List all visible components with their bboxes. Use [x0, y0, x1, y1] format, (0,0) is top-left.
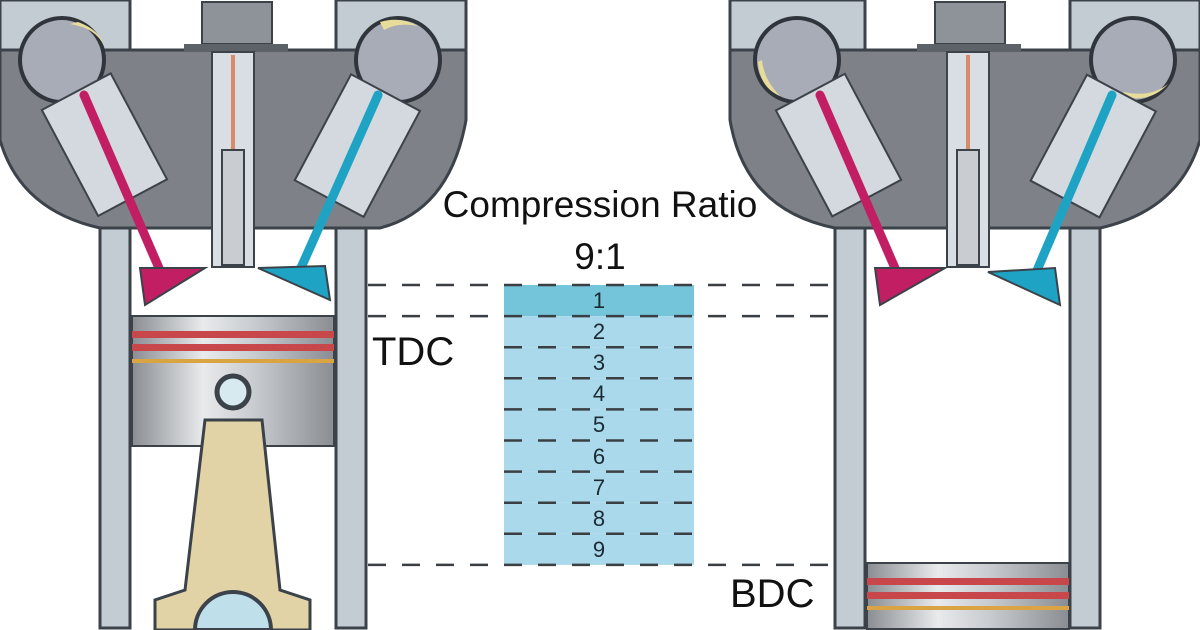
left-exhaust-cam-lobe — [380, 19, 418, 30]
left-piston-ring-2 — [132, 344, 334, 351]
volume-unit-cell — [504, 409, 694, 441]
right-intake-valve-head — [873, 267, 949, 307]
left-piston-ring-oil — [132, 359, 334, 363]
volume-unit-cell — [504, 471, 694, 503]
volume-unit-cell — [504, 502, 694, 534]
left-engine-tdc — [0, 0, 468, 630]
volume-unit-cell — [504, 285, 694, 317]
left-connecting-rod — [153, 418, 312, 630]
volume-unit-cell — [504, 347, 694, 379]
right-spark-plug — [956, 149, 980, 266]
right-intake-cam-lobe — [758, 60, 780, 96]
left-exhaust-valve-stem — [295, 90, 383, 275]
left-intake-cam-lobe — [70, 22, 104, 46]
left-crank-bearing — [192, 590, 274, 630]
left-wrist-pin — [214, 373, 252, 411]
right-exhaust-valve-head — [987, 266, 1062, 307]
left-intake-valve-head — [138, 267, 209, 307]
right-engine-bdc — [728, 0, 1200, 630]
right-intake-valve-stem — [815, 90, 903, 280]
left-piston-ring-1 — [132, 331, 334, 338]
left-cylinder-wall-left — [98, 226, 132, 630]
right-piston-ring-2 — [867, 592, 1069, 599]
right-cylinder-wall-left — [833, 226, 867, 630]
left-cylinder-wall-right — [334, 226, 368, 630]
compression-ratio-value: 9:1 — [574, 236, 626, 277]
left-ignition-coil — [201, 1, 273, 45]
diagram-title: Compression Ratio — [442, 184, 758, 225]
right-coil-base — [917, 44, 1021, 52]
left-spark-plug — [221, 149, 245, 266]
right-exhaust-valve-stem — [1030, 90, 1117, 280]
left-exhaust-valve-head — [257, 264, 332, 302]
volume-unit-cell — [504, 533, 694, 565]
right-exhaust-cam-lobe — [1120, 84, 1168, 99]
volume-unit-cell — [504, 316, 694, 348]
bdc-label: BDC — [730, 572, 815, 616]
left-coil-base — [184, 44, 288, 52]
right-piston-ring-1 — [867, 578, 1069, 585]
tdc-label: TDC — [372, 330, 455, 374]
left-intake-valve-stem — [79, 90, 167, 280]
volume-unit-cell — [504, 378, 694, 410]
right-piston-ring-oil — [867, 606, 1069, 610]
volume-scale — [368, 283, 835, 567]
right-cylinder-wall-right — [1068, 226, 1102, 630]
right-ignition-coil — [934, 1, 1006, 45]
volume-unit-cell — [504, 440, 694, 472]
